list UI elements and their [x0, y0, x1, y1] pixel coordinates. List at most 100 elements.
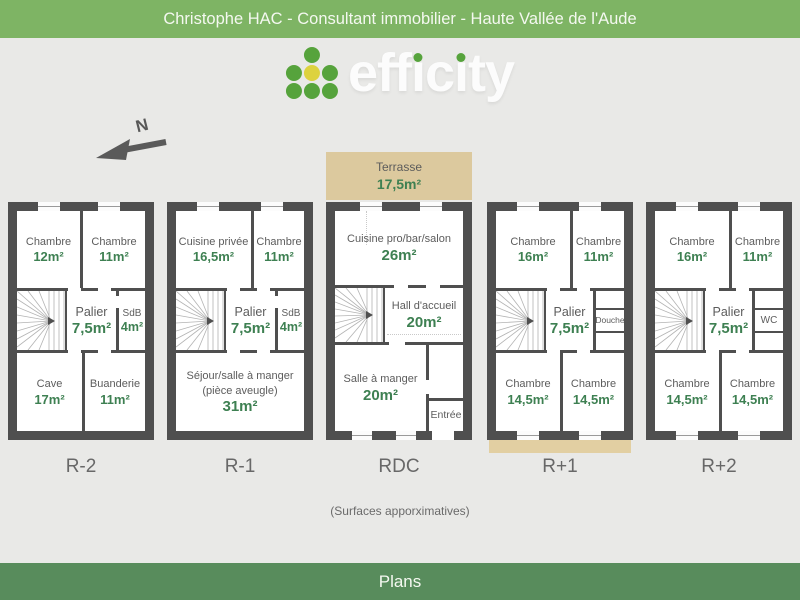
interior-wall — [752, 308, 783, 310]
surfaces-note: (Surfaces apporximatives) — [330, 504, 470, 518]
door-gap — [547, 288, 560, 291]
floor-label-r-plus-1: R+1 — [542, 456, 578, 477]
north-arrow-icon — [96, 139, 167, 160]
interior-wall — [17, 288, 145, 291]
door-gap — [426, 380, 429, 394]
window — [352, 431, 372, 440]
interior-wall — [655, 350, 783, 353]
door-gap — [736, 350, 749, 353]
room-palier: Palier 7,5m² — [708, 304, 749, 338]
interior-wall — [655, 288, 783, 291]
door-gap — [547, 350, 560, 353]
room-chambre: Chambre 12m² — [25, 235, 72, 265]
window — [738, 202, 760, 211]
door-gap — [98, 288, 111, 291]
door-gap — [227, 288, 240, 291]
interior-wall — [82, 353, 85, 431]
room-sdb: SdB 4m² — [120, 308, 144, 334]
staircase-icon — [655, 291, 703, 350]
room-chambre: Chambre 14,5m² — [505, 378, 551, 407]
interior-wall — [176, 350, 304, 353]
window — [676, 431, 698, 440]
room-palier: Palier 7,5m² — [71, 304, 112, 338]
staircase-icon — [17, 291, 65, 350]
room-salle-a-manger: Salle à manger 20m² — [343, 373, 418, 404]
door-gap — [706, 288, 719, 291]
balcony-strip — [489, 440, 631, 453]
door-gap — [257, 350, 270, 353]
room-cave: Cave 17m² — [34, 378, 65, 407]
door-gap — [68, 350, 81, 353]
floor-label-r-plus-2: R+2 — [701, 456, 737, 477]
door-gap — [275, 296, 278, 308]
efficity-logo-dots-icon — [285, 47, 338, 99]
room-chambre: Chambre 11m² — [575, 235, 622, 265]
interior-wall — [496, 288, 624, 291]
interior-wall — [496, 350, 624, 353]
room-entree: Entrée — [430, 409, 462, 422]
room-palier: Palier 7,5m² — [549, 304, 590, 338]
door-gap — [736, 288, 749, 291]
interior-wall — [544, 291, 546, 350]
room-douche: Douche — [596, 314, 624, 325]
counter-line — [387, 334, 461, 335]
interior-wall — [593, 291, 596, 350]
floorplan-r-plus-2: Chambre 16m² Chambre 11m² Palier 7,5m² W… — [646, 202, 792, 440]
window — [420, 202, 442, 211]
door-gap — [394, 285, 408, 288]
interior-wall — [593, 331, 624, 333]
room-palier: Palier 7,5m² — [230, 304, 271, 338]
window — [676, 202, 698, 211]
room-chambre: Chambre 11m² — [734, 235, 781, 265]
room-chambre: Chambre 16m² — [510, 235, 556, 265]
interior-wall — [429, 398, 463, 401]
room-sejour: Séjour/salle à manger (pièce aveugle) 31… — [186, 370, 294, 415]
header-title: Christophe HAC - Consultant immobilier -… — [163, 9, 637, 28]
room-chambre: Chambre 16m² — [669, 235, 715, 265]
interior-wall — [80, 211, 83, 288]
interior-wall — [703, 291, 705, 350]
interior-wall — [752, 331, 783, 333]
interior-wall — [719, 353, 722, 431]
footer-title: Plans — [378, 571, 422, 591]
window — [197, 202, 219, 211]
terrace: Terrasse 17,5m² — [326, 152, 472, 200]
door-gap — [426, 285, 440, 288]
interior-wall — [383, 288, 385, 342]
north-compass: N — [88, 115, 183, 176]
bar-counter-line — [366, 211, 367, 245]
interior-wall — [17, 350, 145, 353]
interior-wall — [65, 291, 67, 350]
interior-wall — [560, 353, 563, 431]
staircase-icon — [335, 288, 383, 342]
room-chambre: Chambre 14,5m² — [729, 378, 776, 407]
header-bar: Christophe HAC - Consultant immobilier -… — [0, 0, 800, 38]
door-gap — [227, 350, 240, 353]
floorplan-r-plus-1: Chambre 16m² Chambre 11m² Palier 7,5m² D… — [487, 202, 633, 440]
door-gap — [706, 350, 719, 353]
floor-label-rdc: RDC — [378, 456, 420, 477]
window — [579, 202, 601, 211]
window — [517, 202, 539, 211]
room-wc: WC — [760, 315, 778, 326]
room-sdb: SdB 4m² — [279, 308, 303, 334]
door-gap — [577, 288, 590, 291]
efficity-logo: effıcıty — [285, 46, 515, 100]
door-gap — [68, 288, 81, 291]
window — [579, 431, 601, 440]
floorplan-rdc: Cuisine pro/bar/salon 26m² Hall d'accuei… — [326, 202, 472, 440]
window — [261, 202, 283, 211]
window — [517, 431, 539, 440]
floor-label-r-1: R-1 — [224, 456, 256, 477]
window — [396, 431, 416, 440]
floorplan-r-1: Cuisine privée 16,5m² Chambre 11m² Palie… — [167, 202, 313, 440]
terrace-name: Terrasse — [375, 160, 422, 175]
window — [360, 202, 382, 211]
room-hall: Hall d'accueil 20m² — [391, 300, 457, 331]
terrace-area: 17,5m² — [376, 175, 422, 192]
interior-wall — [729, 211, 732, 288]
interior-wall — [570, 211, 573, 288]
interior-wall — [224, 291, 226, 350]
interior-wall — [275, 291, 278, 350]
